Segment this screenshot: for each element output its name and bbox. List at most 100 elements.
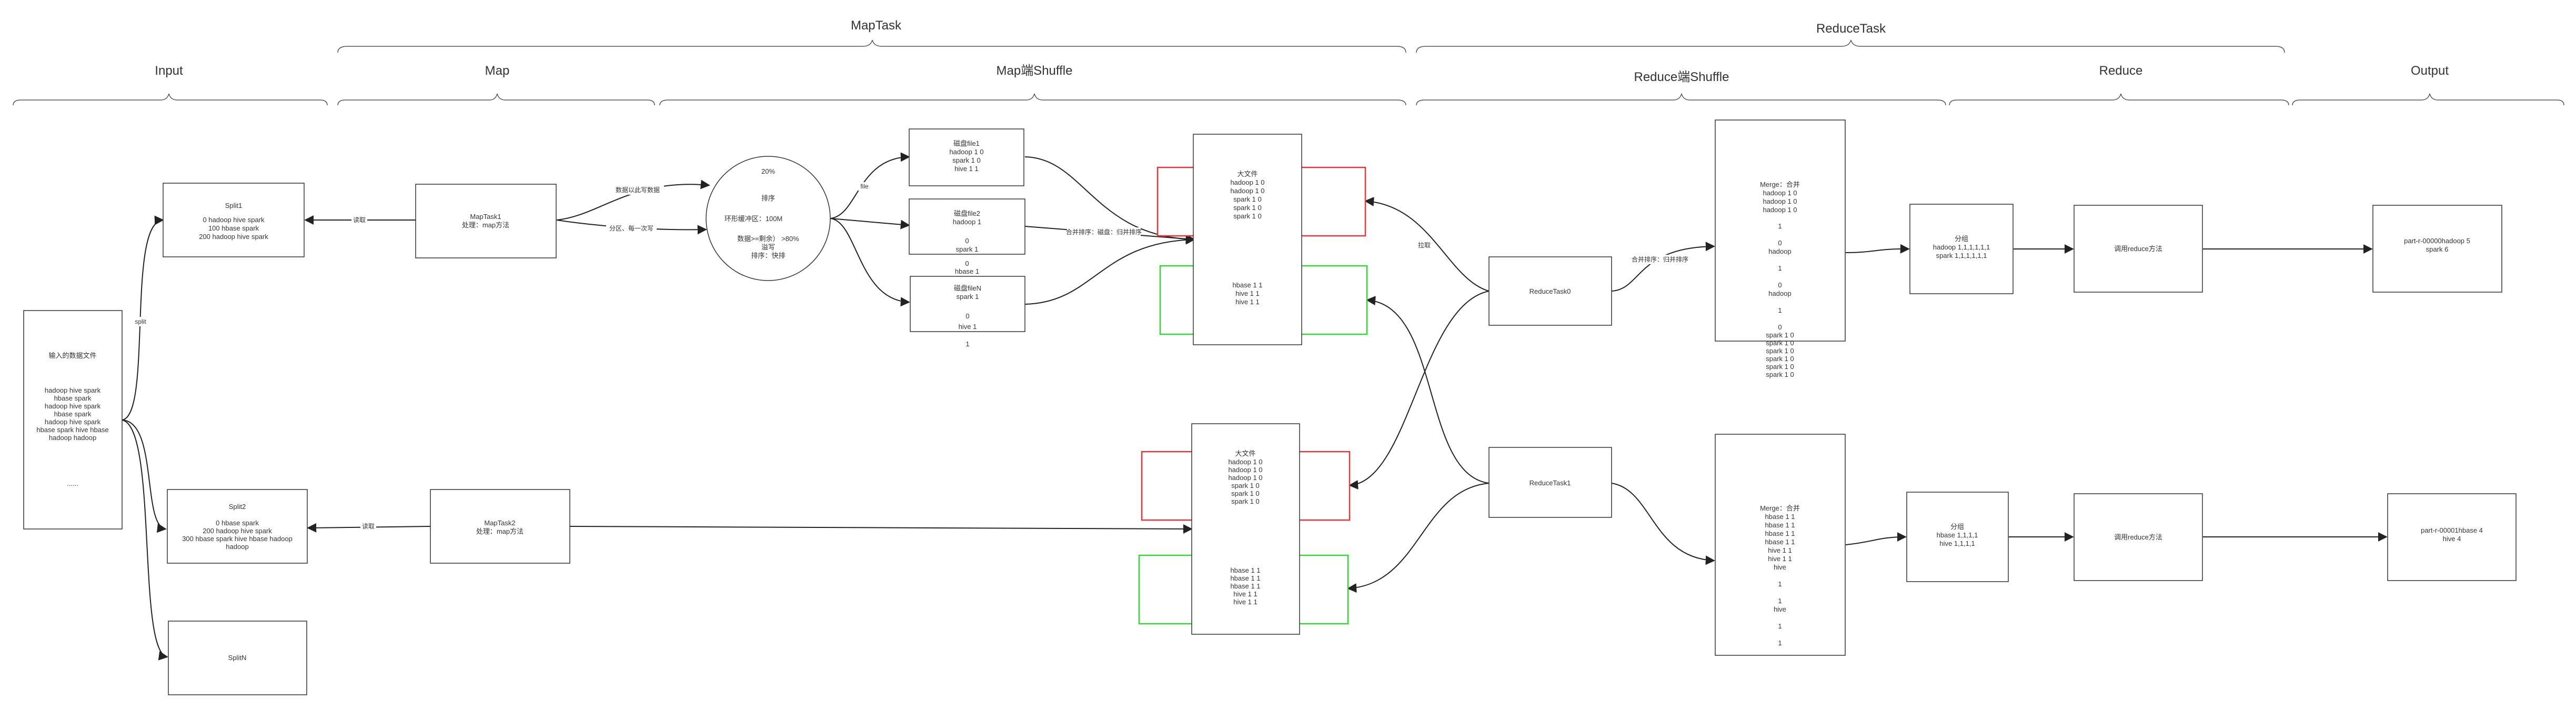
group0-title: 分组 bbox=[1955, 235, 1968, 243]
split1-line: 0 hadoop hive spark bbox=[203, 216, 265, 224]
merge0-line: spark 1 0 bbox=[1766, 371, 1794, 378]
input-file-title: 输入的数据文件 bbox=[48, 352, 96, 360]
header-reduce-shuffle: Reduce端Shuffle bbox=[1634, 70, 1729, 84]
edge-rt0-bf1-red bbox=[1364, 197, 1490, 292]
spill-fileN-title: 磁盘fileN bbox=[954, 284, 981, 292]
merge0-line: spark 1 0 bbox=[1766, 355, 1794, 363]
output1-node: part-r-00001hbase 4 hive 4 bbox=[2387, 493, 2517, 581]
big-file2-line: hbase 1 1 bbox=[1230, 574, 1260, 582]
buffer-mem: 环形缓冲区：100M bbox=[724, 215, 783, 223]
edge-label-read1: 读取 bbox=[353, 216, 366, 224]
edge-label-partition: 分区、每一次写 bbox=[609, 224, 653, 232]
spill-fileN-line: 1 bbox=[965, 340, 969, 348]
spill-file2-line: spark 1 bbox=[956, 245, 979, 253]
header-maptask: MapTask bbox=[851, 18, 902, 33]
reduce0-node: 调用reduce方法 bbox=[2074, 205, 2203, 293]
merge0-line: 0 bbox=[1778, 239, 1782, 247]
spill-file1-line: hadoop 1 0 bbox=[949, 148, 983, 156]
merge1-line: 1 bbox=[1778, 580, 1782, 588]
edge-label-read2: 读取 bbox=[362, 523, 375, 530]
big-file2-line: hbase 1 1 bbox=[1230, 566, 1260, 574]
spill-fileN-line: hive 1 bbox=[959, 323, 977, 331]
edge-m1-g1 bbox=[1845, 532, 1907, 545]
spill-file1-node: 磁盘file1 hadoop 1 0 spark 1 0 hive 1 1 bbox=[909, 128, 1024, 186]
buffer-threshold: 数据>=剩余） >80% bbox=[737, 235, 799, 243]
split1-line: 100 hbase spark bbox=[208, 224, 259, 232]
split2-title: Split2 bbox=[229, 503, 246, 511]
merge0-line: 1 bbox=[1778, 264, 1782, 272]
output0-node: part-r-00000hadoop 5 spark 6 bbox=[2372, 205, 2502, 293]
big-file1-title: 大文件 bbox=[1237, 170, 1257, 178]
brace-maptask bbox=[337, 39, 1406, 53]
reduce1-node: 调用reduce方法 bbox=[2074, 493, 2203, 581]
brace-reduce-shuffle bbox=[1416, 93, 1946, 106]
output0-line: part-r-00000hadoop 5 bbox=[2404, 237, 2470, 245]
merge1-node: Merge：合并 hbase 1 1 hbase 1 1 hbase 1 1 h… bbox=[1715, 434, 1846, 656]
edge-label-merge-sort2: 合并排序：归并排序 bbox=[1632, 255, 1688, 263]
input-file-line: hadoop hive spark bbox=[45, 402, 101, 410]
split2-node: Split2 0 hbase spark 200 hadoop hive spa… bbox=[167, 489, 308, 564]
spill-file2-line: hbase 1 bbox=[955, 267, 979, 275]
merge0-line: hadoop bbox=[1768, 289, 1791, 297]
group0-node: 分组 hadoop 1,1,1,1,1,1 spark 1,1,1,1,1,1 bbox=[1909, 204, 2014, 294]
maptask2-title: MapTask2 bbox=[484, 519, 515, 527]
big-file2-line: hadoop 1 0 bbox=[1228, 458, 1262, 466]
input-file-line: hadoop hadoop bbox=[49, 434, 96, 442]
merge0-line: 0 bbox=[1778, 323, 1782, 331]
input-file-line: hbase spark bbox=[54, 394, 92, 402]
spill-file1-title: 磁盘file1 bbox=[953, 139, 980, 147]
input-file-ellipsis: ...... bbox=[67, 480, 78, 487]
split1-node: Split1 0 hadoop hive spark 100 hbase spa… bbox=[163, 183, 305, 257]
big-file2-node: 大文件 hadoop 1 0 hadoop 1 0 hadoop 1 0 spa… bbox=[1138, 423, 1351, 635]
reduce1-title: 调用reduce方法 bbox=[2114, 533, 2162, 541]
big-file1-line: spark 1 0 bbox=[1233, 212, 1261, 220]
output1-line: hive 4 bbox=[2443, 535, 2461, 543]
merge0-line: spark 1 0 bbox=[1766, 363, 1794, 371]
edge-mt2-bf2 bbox=[569, 524, 1193, 534]
split1-line: 200 hadoop hive spark bbox=[199, 233, 268, 241]
maptask2-sub: 处理：map方法 bbox=[476, 527, 524, 535]
brace-output bbox=[2292, 93, 2564, 106]
big-file1-line: hive 1 1 bbox=[1235, 298, 1260, 306]
buffer-pct: 20% bbox=[761, 167, 775, 175]
big-file2-line: hadoop 1 0 bbox=[1228, 466, 1262, 474]
nodes: 输入的数据文件 hadoop hive spark hbase spark ha… bbox=[23, 119, 2517, 695]
maptask2-node: MapTask2 处理：map方法 bbox=[430, 489, 570, 564]
merge1-line: hive 1 1 bbox=[1768, 555, 1792, 563]
edge-rt0-bf2-red bbox=[1349, 291, 1490, 490]
big-file2-line: hadoop 1 0 bbox=[1228, 474, 1262, 482]
merge1-line: 1 bbox=[1778, 639, 1782, 647]
merge1-line: hbase 1 1 bbox=[1765, 521, 1795, 529]
merge1-line: hive bbox=[1774, 605, 1786, 613]
big-file1-line: hbase 1 1 bbox=[1232, 281, 1262, 289]
big-file1-line: hadoop 1 0 bbox=[1230, 187, 1264, 195]
splitN-node: SplitN bbox=[168, 621, 307, 695]
big-file1-line: spark 1 0 bbox=[1233, 195, 1261, 203]
big-file2-line: hive 1 1 bbox=[1233, 590, 1257, 598]
spill-file2-title: 磁盘file2 bbox=[954, 209, 980, 217]
spill-file1-line: hive 1 1 bbox=[954, 165, 979, 173]
reduce0-title: 调用reduce方法 bbox=[2114, 245, 2162, 253]
brace-reducetask bbox=[1416, 39, 2285, 53]
merge0-line: 1 bbox=[1778, 306, 1782, 314]
spill-file2-node: 磁盘file2 hadoop 1 0 spark 1 0 hbase 1 bbox=[909, 198, 1025, 275]
big-file2-line: spark 1 0 bbox=[1231, 497, 1259, 505]
edge-input-splitN bbox=[122, 420, 168, 661]
edge-m0-g0 bbox=[1845, 244, 1910, 254]
edge-rt1-m1 bbox=[1611, 483, 1715, 565]
brace-input bbox=[13, 93, 328, 106]
big-file1-line: hadoop 1 0 bbox=[1230, 178, 1264, 186]
merge1-line: hbase 1 1 bbox=[1765, 530, 1795, 537]
edge-rt0-m0 bbox=[1611, 242, 1715, 292]
split2-line: hadoop bbox=[226, 543, 248, 551]
merge0-line: hadoop 1 0 bbox=[1763, 206, 1797, 214]
maptask1-node: MapTask1 处理：map方法 bbox=[415, 184, 557, 258]
input-file-line: hbase spark bbox=[54, 410, 92, 418]
big-file2-line: hbase 1 1 bbox=[1230, 582, 1260, 590]
merge0-line: Merge：合并 bbox=[1760, 181, 1800, 188]
edge-mt1-buffer-top bbox=[556, 179, 710, 221]
spill-fileN-line: spark 1 bbox=[957, 293, 979, 301]
ring-buffer-node: 20% 排序 环形缓冲区：100M 数据>=剩余） >80% 溢写 排序：快排 bbox=[706, 156, 831, 281]
big-file2-line: hive 1 1 bbox=[1233, 598, 1257, 606]
